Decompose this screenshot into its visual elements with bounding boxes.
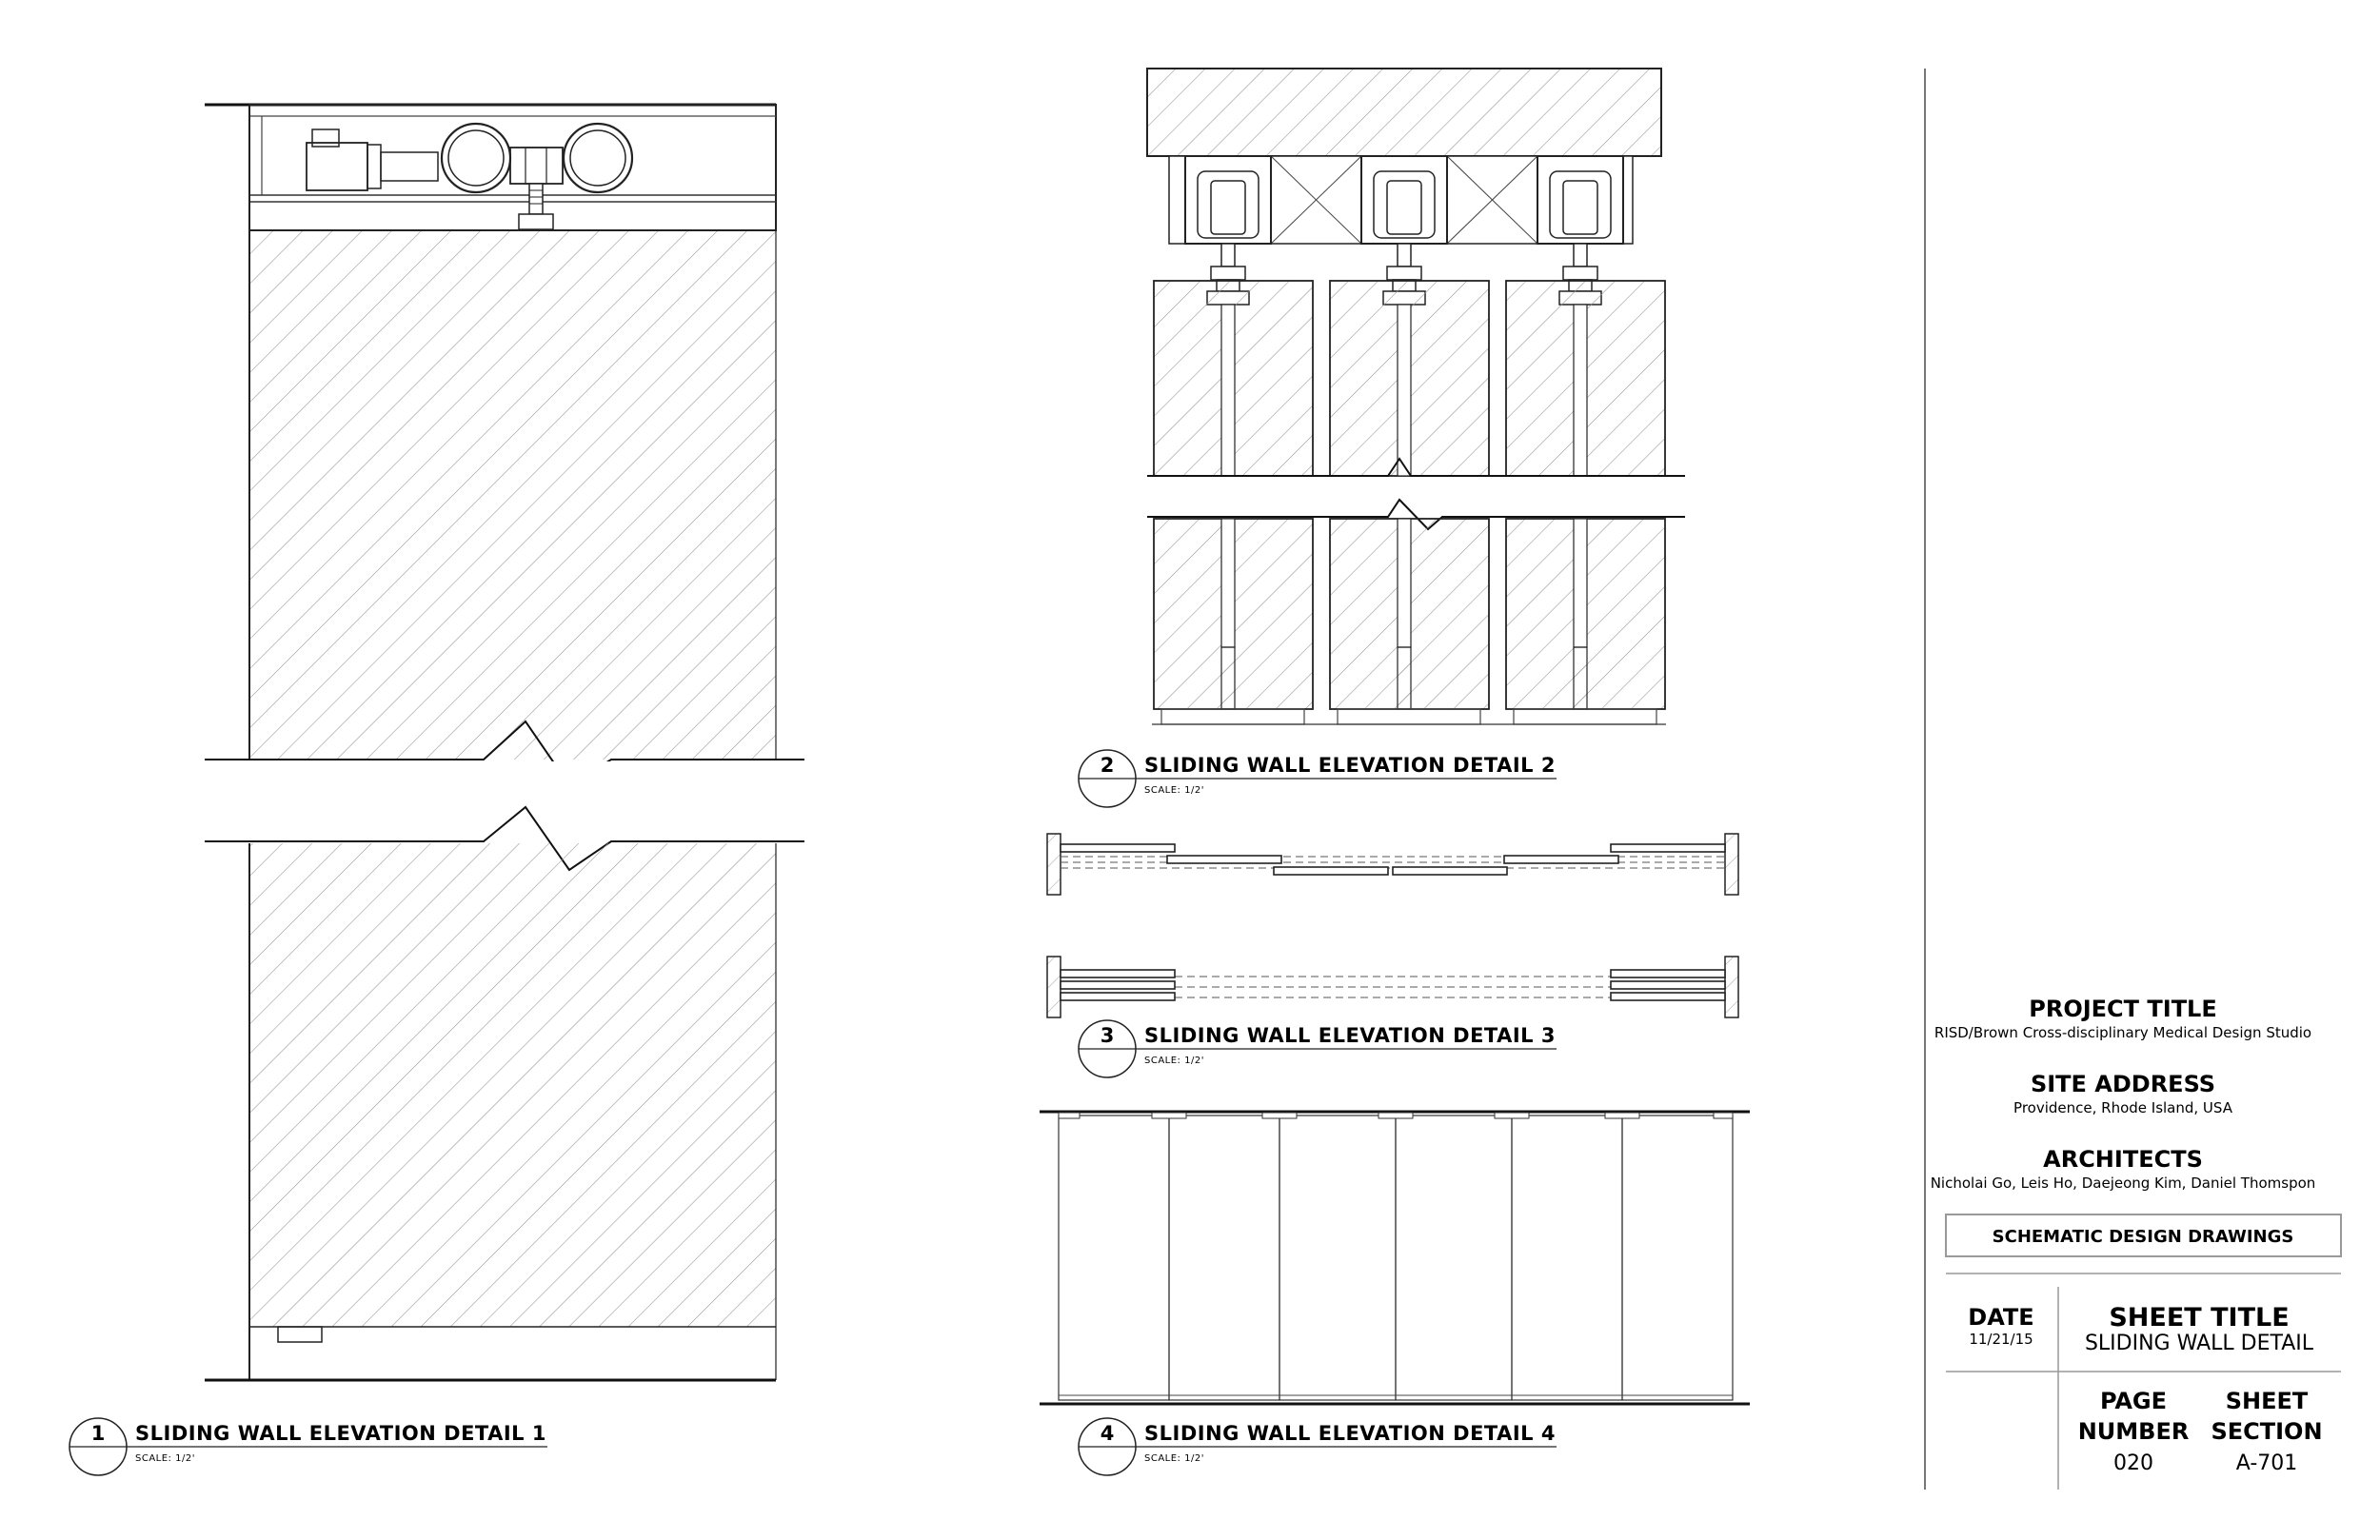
project-title-label: PROJECT TITLE — [2029, 996, 2217, 1022]
detail-1-title: SLIDING WALL ELEVATION DETAIL 1 — [135, 1422, 546, 1445]
section-label-line-2: SECTION — [2211, 1418, 2322, 1445]
date-label: DATE — [1968, 1304, 2033, 1331]
detail-3-scale: SCALE: 1/2' — [1144, 1056, 1204, 1066]
detail-1-number: 1 — [91, 1422, 106, 1445]
trolley-icon — [306, 122, 634, 230]
detail-4-number: 4 — [1101, 1422, 1115, 1445]
detail-4-title: SLIDING WALL ELEVATION DETAIL 4 — [1144, 1422, 1556, 1445]
sheet-title-label: SHEET TITLE — [2109, 1303, 2289, 1333]
detail-2-number: 2 — [1101, 754, 1115, 777]
sheet-title-value: SLIDING WALL DETAIL — [2085, 1332, 2314, 1355]
detail-4-label: 4 SLIDING WALL ELEVATION DETAIL 4 SCALE:… — [1078, 1417, 1557, 1476]
architects-value: Nicholai Go, Leis Ho, Daejeong Kim, Dani… — [1931, 1175, 2316, 1192]
detail-2-title: SLIDING WALL ELEVATION DETAIL 2 — [1144, 754, 1556, 777]
site-address-value: Providence, Rhode Island, USA — [2013, 1099, 2233, 1116]
drawing-phase: SCHEMATIC DESIGN DRAWINGS — [1993, 1227, 2294, 1247]
date-value: 11/21/15 — [1969, 1331, 2033, 1348]
track-profile-icon — [1184, 155, 1624, 245]
detail-1-label: 1 SLIDING WALL ELEVATION DETAIL 1 SCALE:… — [69, 1417, 547, 1476]
detail-3-label: 3 SLIDING WALL ELEVATION DETAIL 3 SCALE:… — [1078, 1019, 1557, 1078]
detail-1-scale: SCALE: 1/2' — [135, 1453, 195, 1464]
detail-4-scale: SCALE: 1/2' — [1144, 1453, 1204, 1464]
detail-4-drawing — [1040, 1110, 1750, 1406]
detail-1-drawing — [205, 103, 804, 1382]
sheet-section-value: A-701 — [2236, 1451, 2298, 1475]
title-block: PROJECT TITLE RISD/Brown Cross-disciplin… — [1924, 69, 2342, 1490]
page-label-line-1: PAGE — [2100, 1388, 2167, 1414]
architects-label: ARCHITECTS — [2043, 1146, 2203, 1173]
detail-2-drawing — [1146, 68, 1685, 725]
detail-2-scale: SCALE: 1/2' — [1144, 785, 1204, 796]
detail-3-drawing — [1046, 833, 1739, 1018]
site-address-label: SITE ADDRESS — [2031, 1071, 2215, 1097]
detail-3-title: SLIDING WALL ELEVATION DETAIL 3 — [1144, 1024, 1556, 1047]
page-label-line-2: NUMBER — [2078, 1418, 2190, 1445]
section-label-line-1: SHEET — [2226, 1388, 2309, 1414]
page-number-value: 020 — [2113, 1451, 2153, 1475]
detail-2-label: 2 SLIDING WALL ELEVATION DETAIL 2 SCALE:… — [1078, 749, 1557, 808]
detail-3-number: 3 — [1101, 1024, 1115, 1047]
project-title-value: RISD/Brown Cross-disciplinary Medical De… — [1934, 1024, 2311, 1041]
